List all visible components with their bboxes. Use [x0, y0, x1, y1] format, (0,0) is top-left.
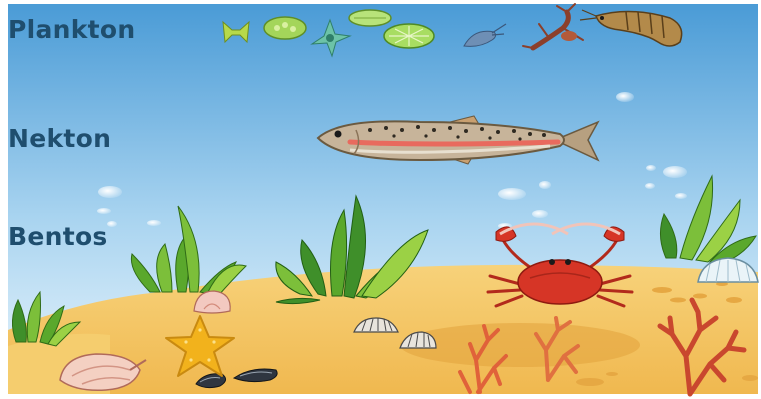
zone-label-bentos: Bentos [8, 222, 108, 251]
zone-label-plankton: Plankton [8, 15, 136, 44]
diatom-icon [384, 24, 434, 48]
zone-label-nekton: Nekton [8, 124, 111, 153]
diatom-icon [349, 10, 391, 26]
diatom-icon [264, 17, 306, 39]
